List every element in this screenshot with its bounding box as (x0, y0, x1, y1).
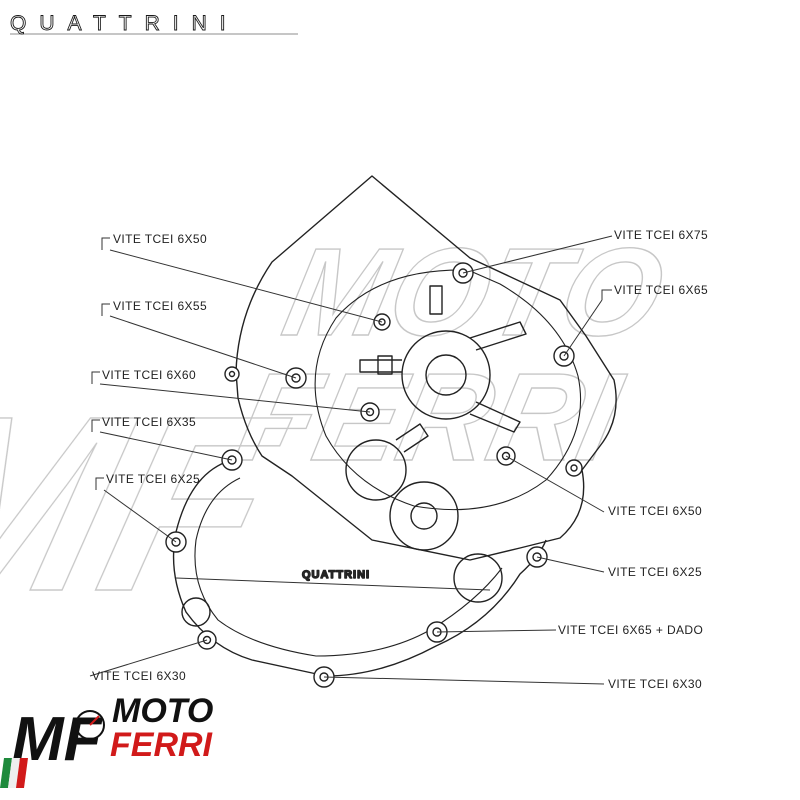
moto-ferri-logo: MF MOTO FERRI (0, 692, 214, 788)
gear-hub (410, 502, 438, 530)
label-vite-6x35: VITE TCEI 6X35 (102, 415, 196, 429)
leader-r5 (436, 629, 557, 633)
gear-housing-large (389, 481, 459, 551)
label-vite-6x65-dado: VITE TCEI 6X65 + DADO (558, 623, 703, 637)
leader-r2-bracket (601, 289, 612, 300)
label-vite-6x55: VITE TCEI 6X55 (113, 299, 207, 313)
leader-r4 (536, 556, 605, 573)
flywheel-inner-rim (314, 269, 582, 511)
leader-r1 (462, 235, 613, 274)
boss-arm-left (359, 359, 402, 373)
crank-boss-inner (425, 354, 467, 396)
leader-l2-bracket (101, 303, 110, 316)
leader-r3 (505, 455, 605, 513)
watermark-line1: MOTO (273, 222, 675, 361)
boss-arm-upper-right (469, 321, 527, 351)
drain-port (181, 597, 211, 627)
boss-extra (224, 366, 240, 382)
speedometer-icon (75, 710, 105, 740)
leader-l6 (89, 639, 208, 677)
leader-l5-bracket (95, 477, 104, 490)
boss-tab-top (429, 285, 443, 315)
gear-housing-small (345, 439, 407, 501)
inspection-port (453, 553, 503, 603)
cover-drawing: QUATTRINI (172, 175, 617, 677)
leader-l5 (103, 489, 177, 543)
label-vite-6x65: VITE TCEI 6X65 (614, 283, 708, 297)
boss-arm-lower-right (469, 401, 521, 433)
leader-l3 (99, 383, 371, 413)
leader-l4-bracket (91, 419, 100, 432)
leader-r2 (563, 299, 603, 357)
leader-l1 (109, 249, 383, 323)
leader-l3-bracket (91, 371, 100, 384)
leader-l4 (99, 431, 233, 461)
leader-cover-edge (175, 577, 491, 591)
label-vite-6x25-right: VITE TCEI 6X25 (608, 565, 702, 579)
label-vite-6x50-right: VITE TCEI 6X50 (608, 504, 702, 518)
boss-extra (565, 459, 583, 477)
label-vite-6x30-left: VITE TCEI 6X30 (92, 669, 186, 683)
logo-word-ferri: FERRI (110, 726, 214, 764)
cover-engraving: QUATTRINI (302, 569, 370, 581)
label-vite-6x30-right: VITE TCEI 6X30 (608, 677, 702, 691)
brand-name: QUATTRINI (10, 12, 239, 35)
label-vite-6x50-left: VITE TCEI 6X50 (113, 232, 207, 246)
flag-stripe-icon (0, 758, 28, 788)
flywheel-cover-outline (235, 175, 617, 561)
label-vite-6x25-left: VITE TCEI 6X25 (106, 472, 200, 486)
part-labels: VITE TCEI 6X50 VITE TCEI 6X55 VITE TCEI … (92, 228, 708, 691)
leader-lines (89, 235, 613, 685)
label-vite-6x60: VITE TCEI 6X60 (102, 368, 196, 382)
brand-header: QUATTRINI (10, 12, 298, 35)
leader-l1-bracket (101, 237, 110, 250)
crank-boss-outer (401, 330, 491, 420)
logo-word-moto: MOTO (112, 692, 213, 730)
leader-r6 (323, 676, 605, 685)
leader-l2 (109, 315, 297, 379)
gear-lever (395, 423, 429, 453)
boss-tab-left (377, 355, 393, 375)
label-vite-6x75: VITE TCEI 6X75 (614, 228, 708, 242)
